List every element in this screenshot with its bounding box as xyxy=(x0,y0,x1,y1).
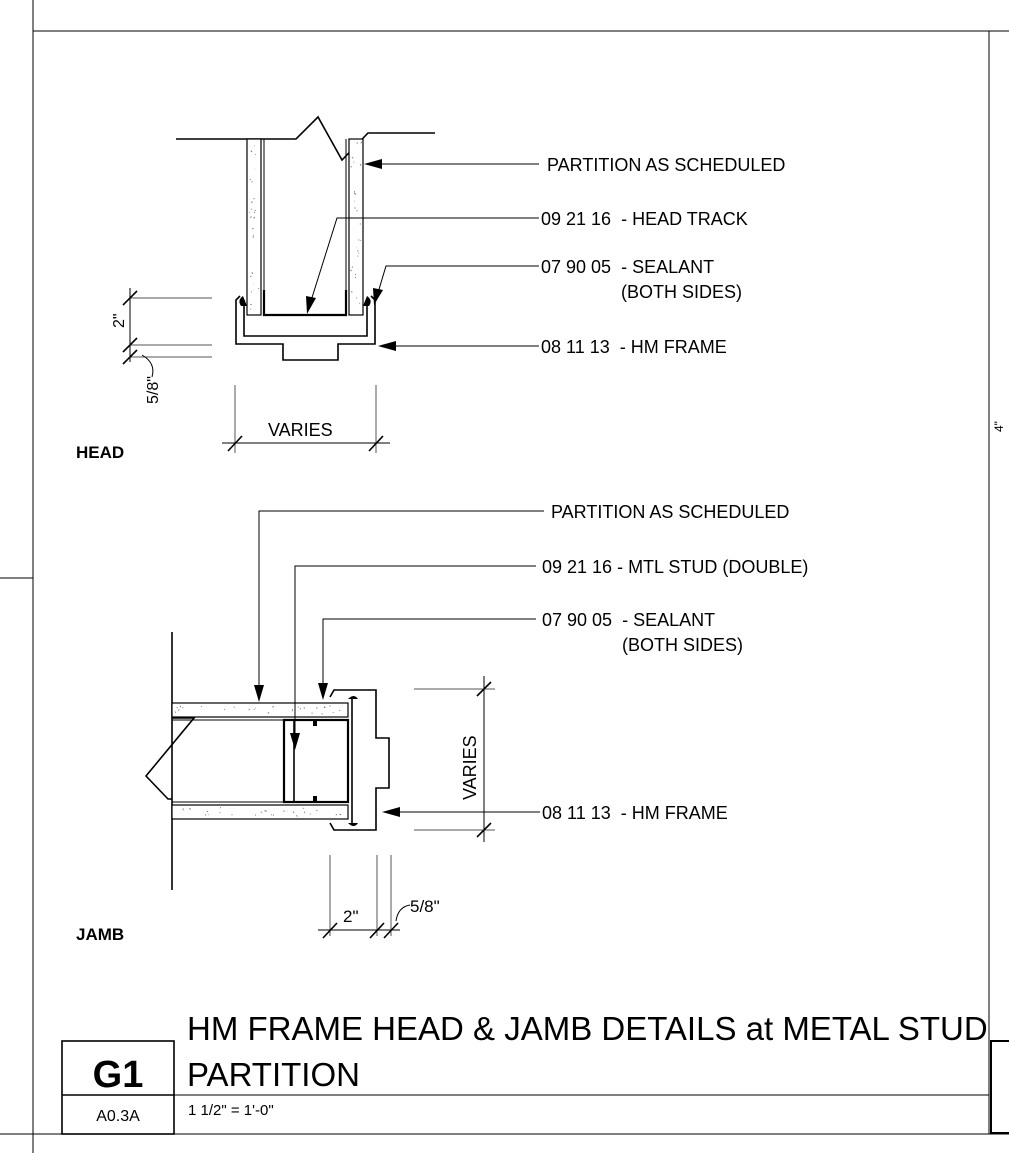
jamb-dim-face: 5/8" xyxy=(410,897,440,916)
head-break-line xyxy=(176,115,435,162)
gypsum-texture-mark xyxy=(252,236,255,238)
detail-title-line1: HM FRAME HEAD & JAMB DETAILS at METAL ST… xyxy=(187,1010,988,1047)
head-callout-track: 09 21 16 - HEAD TRACK xyxy=(541,209,748,229)
jamb-dim-depth: VARIES xyxy=(460,735,480,800)
detail-title-line2: PARTITION xyxy=(187,1056,360,1093)
gypsum-texture-mark xyxy=(252,234,255,236)
head-track xyxy=(262,290,348,317)
gypsum-texture-mark xyxy=(250,208,253,210)
gypsum-texture-mark xyxy=(339,709,341,712)
gypsum-texture-mark xyxy=(292,811,295,813)
gypsum-texture-mark xyxy=(179,705,182,708)
head-callout-frame: 08 11 13 - HM FRAME xyxy=(541,337,727,357)
gypsum-texture-mark xyxy=(356,142,358,144)
gypsum-texture-mark xyxy=(267,712,270,714)
jamb-callout-frame: 08 11 13 - HM FRAME xyxy=(542,803,728,823)
gypsum-texture-mark xyxy=(250,275,252,278)
head-label: HEAD xyxy=(76,443,124,462)
jamb-break-line xyxy=(144,717,196,800)
gypsum-texture-mark xyxy=(360,141,363,144)
title-block: G1 A0.3A HM FRAME HEAD & JAMB DETAILS at… xyxy=(61,1010,988,1135)
gypsum-texture-mark xyxy=(251,180,253,183)
gypsum-texture-mark xyxy=(264,810,266,812)
head-dim-width: VARIES xyxy=(268,420,333,440)
gypsum-texture-mark xyxy=(249,216,252,218)
gypsum-texture-mark xyxy=(358,252,360,254)
gypsum-texture-mark xyxy=(272,705,275,708)
gypsum-texture-mark xyxy=(316,809,318,812)
jamb-detail: VARIES 2" 5/8" JAMB PARTITION AS SCHEDUL… xyxy=(76,502,808,944)
jamb-callout-partition: PARTITION AS SCHEDULED xyxy=(551,502,789,522)
gypsum-texture-mark xyxy=(250,201,253,204)
jamb-label: JAMB xyxy=(76,925,124,944)
gypsum-texture-mark xyxy=(359,163,362,166)
gypsum-texture-mark xyxy=(350,269,352,272)
gypsum-texture-mark xyxy=(251,227,254,230)
gypsum-texture-mark xyxy=(354,276,357,279)
gypsum-texture-mark xyxy=(248,708,250,711)
gypsum-texture-mark xyxy=(303,811,306,814)
gypsum-texture-mark xyxy=(354,193,357,195)
gypsum-texture-mark xyxy=(299,707,302,710)
jamb-sealant-top xyxy=(348,696,358,699)
head-dim-height: 2" xyxy=(111,313,128,328)
gypsum-texture-mark xyxy=(351,266,354,269)
gypsum-texture-mark xyxy=(329,705,331,707)
jamb-gyp-bottom xyxy=(171,804,349,820)
detail-scale: 1 1/2" = 1'-0" xyxy=(188,1102,274,1119)
gypsum-texture-mark xyxy=(339,813,342,816)
gypsum-texture-mark xyxy=(353,190,356,193)
gypsum-texture-mark xyxy=(359,223,361,225)
gypsum-texture-mark xyxy=(351,291,353,293)
right-edge-fragment: 4" xyxy=(992,421,1006,432)
sheet-number: A0.3A xyxy=(96,1108,140,1125)
gypsum-texture-mark xyxy=(339,813,341,815)
gypsum-texture-mark xyxy=(178,709,180,711)
jamb-hm-frame xyxy=(329,689,390,831)
gypsum-texture-mark xyxy=(356,297,358,299)
gypsum-texture-mark xyxy=(219,806,222,809)
gypsum-texture-mark xyxy=(250,150,253,153)
head-callout-sealant-sub: (BOTH SIDES) xyxy=(621,282,742,302)
jamb-sealant-bottom xyxy=(348,823,358,826)
head-gyp-right xyxy=(348,138,364,316)
gypsum-texture-mark xyxy=(272,814,275,816)
head-dim-face: 5/8" xyxy=(145,376,162,404)
gypsum-texture-mark xyxy=(188,807,192,810)
gypsum-texture-mark xyxy=(351,156,354,159)
head-gyp-left xyxy=(246,138,262,316)
jamb-callout-sealant: 07 90 05 - SEALANT xyxy=(542,610,715,630)
gypsum-texture-mark xyxy=(270,814,272,816)
jamb-callout-sealant-sub: (BOTH SIDES) xyxy=(622,635,743,655)
jamb-dim-width: 2" xyxy=(343,907,359,926)
gypsum-texture-mark xyxy=(303,707,306,709)
gypsum-texture-mark xyxy=(182,808,185,810)
gypsum-texture-mark xyxy=(182,707,184,709)
gypsum-texture-mark xyxy=(251,272,254,275)
jamb-gyp-top xyxy=(171,702,349,718)
gypsum-texture-mark xyxy=(253,211,256,213)
gypsum-texture-mark xyxy=(296,815,298,817)
gypsum-texture-mark xyxy=(253,197,255,200)
jamb-callout-stud: 09 21 16 - MTL STUD (DOUBLE) xyxy=(542,557,808,577)
detail-id: G1 xyxy=(93,1054,144,1096)
head-callout-sealant: 07 90 05 - SEALANT xyxy=(541,257,714,277)
gypsum-texture-mark xyxy=(253,216,256,219)
head-detail: 2" 5/8" VARIES HEAD PARTITION AS SCHEDUL… xyxy=(76,115,785,462)
head-hm-frame xyxy=(235,295,376,361)
head-callout-partition: PARTITION AS SCHEDULED xyxy=(547,155,785,175)
